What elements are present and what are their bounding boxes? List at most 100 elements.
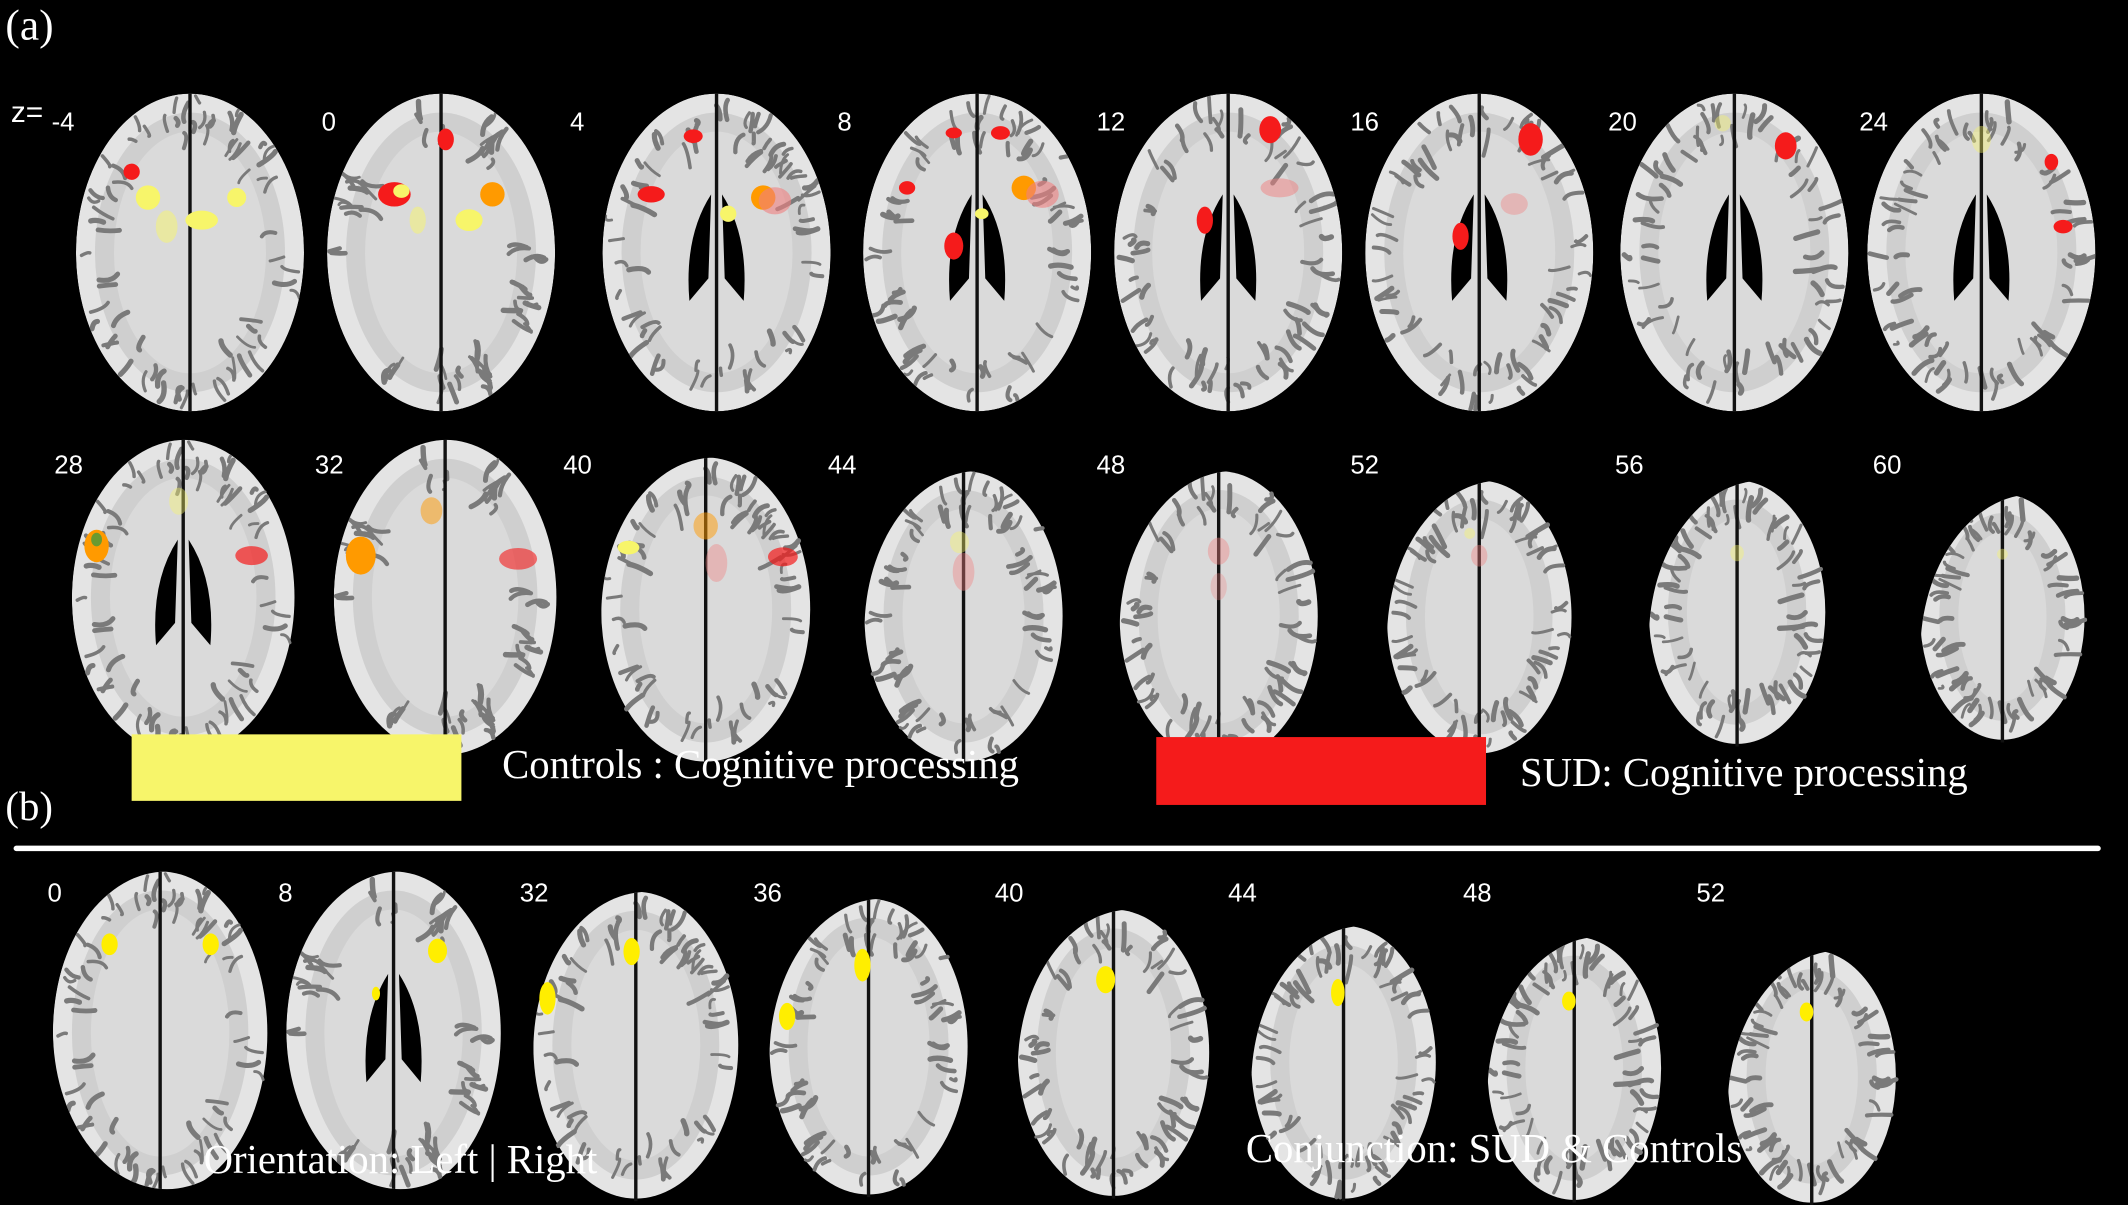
- activation-blob: [638, 186, 665, 202]
- sulcus-mark: [1550, 648, 1558, 649]
- panel-a-slice-label: 28: [54, 452, 83, 482]
- sulcus-mark: [1187, 341, 1190, 358]
- sulcus-mark: [169, 464, 172, 471]
- activation-blob: [759, 187, 792, 214]
- activation-blob: [91, 533, 102, 547]
- sulcus-mark: [966, 720, 969, 730]
- panel-a-slice: [1384, 478, 1574, 756]
- sulcus-mark: [704, 1022, 721, 1024]
- sulcus-mark: [1382, 311, 1397, 312]
- sulcus-mark: [941, 957, 948, 958]
- sulcus-mark: [103, 343, 117, 346]
- sulcus-mark: [224, 957, 233, 959]
- sulcus-mark: [1240, 110, 1241, 136]
- sulcus-mark: [1030, 1041, 1034, 1045]
- activation-blob: [393, 184, 409, 198]
- sulcus-mark: [86, 565, 99, 567]
- activation-blob: [455, 209, 482, 231]
- sulcus-mark: [197, 891, 200, 908]
- sulcus-mark: [901, 1179, 903, 1184]
- sulcus-mark: [1091, 1139, 1094, 1153]
- sulcus-mark: [184, 133, 186, 148]
- sulcus-mark: [1616, 1082, 1639, 1084]
- sulcus-mark: [792, 630, 803, 632]
- sulcus-mark: [895, 944, 896, 956]
- sulcus-mark: [1881, 198, 1897, 200]
- sulcus-mark: [851, 938, 853, 954]
- sulcus-mark: [798, 1017, 814, 1018]
- sulcus-mark: [639, 1157, 640, 1164]
- sulcus-mark: [1777, 970, 1780, 977]
- legend-label-controls: Controls : Cognitive processing: [502, 742, 1019, 788]
- panel-a-slice: [600, 91, 833, 414]
- sulcus-mark: [1643, 245, 1657, 247]
- panel-a-slice: [324, 91, 557, 414]
- sulcus-mark: [637, 684, 640, 689]
- sulcus-mark: [903, 554, 907, 560]
- panel-b-slice-label: 8: [278, 880, 292, 910]
- sulcus-mark: [1745, 351, 1748, 372]
- panel-a-slice-label: 24: [1859, 109, 1888, 139]
- panel-b-slice: [1014, 907, 1211, 1199]
- activation-blob: [693, 512, 717, 539]
- panel-a-slice-label: 56: [1615, 452, 1644, 482]
- sulcus-mark: [1119, 257, 1132, 260]
- sulcus-mark: [666, 911, 668, 928]
- panel-b-slice-label: 44: [1228, 880, 1257, 910]
- activation-blob: [480, 182, 504, 206]
- sulcus-mark: [642, 330, 645, 335]
- sulcus-mark: [795, 229, 812, 231]
- sulcus-mark: [2070, 255, 2084, 258]
- panel-b-slice-label: 48: [1463, 880, 1492, 910]
- sulcus-mark: [480, 694, 481, 715]
- panel-a-slice: [598, 455, 812, 764]
- sulcus-mark: [176, 118, 179, 125]
- sulcus-mark: [1708, 508, 1709, 526]
- sulcus-mark: [1896, 255, 1908, 257]
- activation-blob: [768, 547, 798, 566]
- activation-blob: [1775, 132, 1797, 159]
- panel-a-slice: [69, 437, 297, 757]
- panel-a-slice: [1917, 491, 2087, 742]
- sulcus-mark: [519, 298, 532, 299]
- sulcus-mark: [1264, 1113, 1279, 1114]
- legend-label-sud: SUD: Cognitive processing: [1520, 751, 1968, 797]
- sulcus-mark: [1942, 576, 1958, 578]
- sulcus-mark: [896, 221, 912, 222]
- sulcus-mark: [1031, 1075, 1037, 1077]
- sulcus-mark: [258, 178, 267, 180]
- sulcus-mark: [1446, 497, 1448, 508]
- sulcus-mark: [1051, 265, 1071, 267]
- panel-a-slice: [331, 437, 559, 757]
- panel-b-slice-label: 36: [753, 880, 782, 910]
- sulcus-mark: [607, 596, 621, 598]
- panel-a-slice: [1618, 91, 1851, 414]
- sulcus-mark: [687, 483, 689, 487]
- conjunction-caption: Conjunction: SUD & Controls: [1246, 1127, 1743, 1173]
- sulcus-mark: [1585, 954, 1588, 976]
- sulcus-mark: [1635, 219, 1652, 221]
- activation-blob: [1972, 126, 1991, 153]
- sulcus-mark: [1134, 639, 1140, 641]
- activation-blob: [991, 126, 1010, 140]
- activation-blob: [123, 164, 139, 180]
- activation-blob: [1211, 573, 1227, 600]
- sulcus-mark: [721, 368, 722, 375]
- activation-blob: [539, 982, 555, 1015]
- activation-blob: [1715, 115, 1731, 131]
- sulcus-mark: [1202, 350, 1205, 364]
- sulcus-mark: [1456, 701, 1457, 712]
- panel-a-label: (a): [5, 0, 53, 50]
- activation-blob: [1197, 207, 1213, 234]
- sulcus-mark: [1130, 240, 1134, 244]
- legend-swatch-sud: [1156, 737, 1486, 805]
- sulcus-mark: [1097, 913, 1099, 938]
- sulcus-mark: [714, 463, 716, 483]
- activation-blob: [1261, 178, 1299, 197]
- sulcus-mark: [428, 476, 431, 492]
- panel-a-slice: [1646, 478, 1828, 747]
- sulcus-mark: [1123, 924, 1124, 950]
- sulcus-mark: [951, 1079, 956, 1081]
- sulcus-mark: [801, 219, 813, 221]
- sulcus-mark: [1021, 1057, 1034, 1060]
